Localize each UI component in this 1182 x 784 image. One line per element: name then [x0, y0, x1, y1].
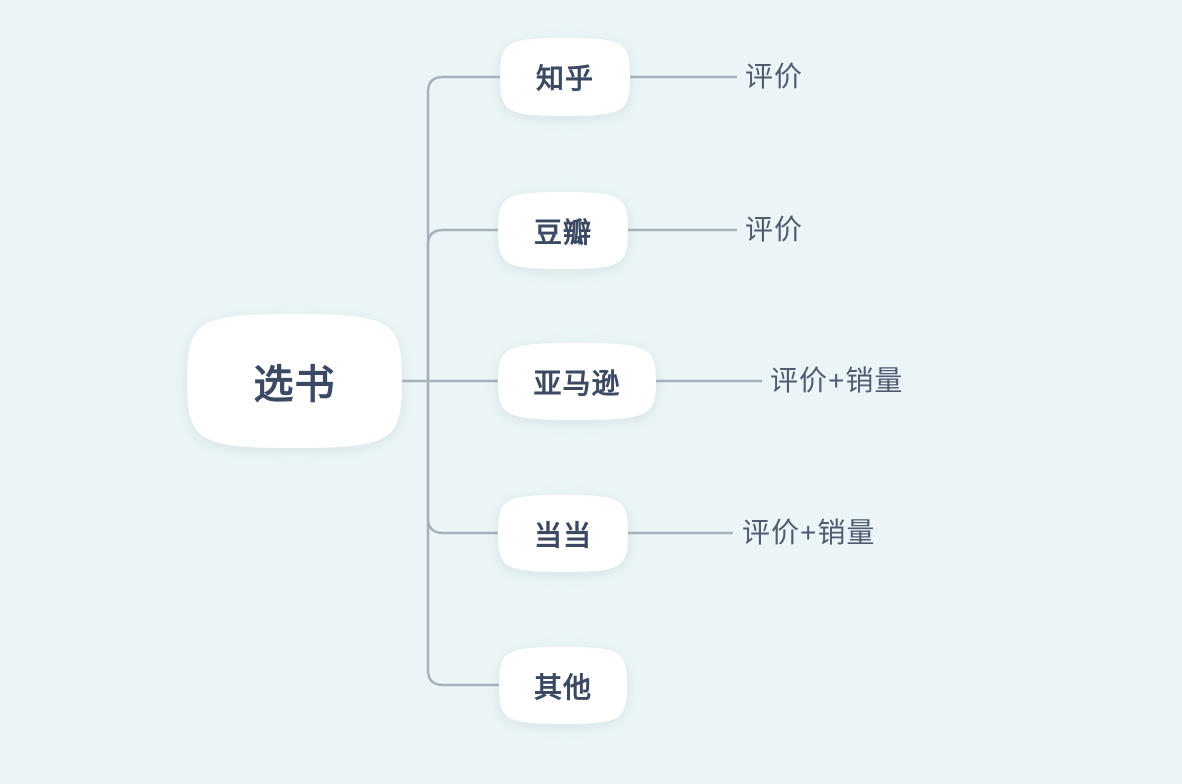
root-topic[interactable]: 选书	[187, 314, 402, 448]
topic-bubble-shape	[187, 314, 402, 448]
branch-topic-label: 当当	[533, 519, 592, 551]
branch-topic-label: 知乎	[535, 63, 594, 94]
note-label-dangdang[interactable]: 评价+销量	[742, 517, 876, 548]
branch-topic-label: 亚马逊	[533, 367, 621, 399]
topic-bubble-shape	[498, 495, 628, 572]
branch-topic-label: 豆瓣	[533, 216, 592, 248]
note-label-zhihu[interactable]: 评价	[745, 61, 804, 92]
root-topic-label: 选书	[253, 363, 336, 407]
connector-branch-zhihu	[426, 75, 737, 381]
branch-topic-zhihu[interactable]: 知乎	[500, 38, 630, 116]
branch-topic-douban[interactable]: 豆瓣	[498, 192, 628, 269]
connector-branch-douban	[426, 228, 737, 381]
topic-bubble-shape	[499, 647, 627, 724]
branch-topic-label: 其他	[533, 671, 592, 703]
topic-bubble-shape	[500, 38, 630, 116]
note-label-amazon[interactable]: 评价+销量	[770, 365, 904, 396]
branch-topic-amazon[interactable]: 亚马逊	[498, 343, 656, 420]
topic-bubble-shape	[498, 343, 656, 420]
branch-topic-other[interactable]: 其他	[499, 647, 627, 724]
branch-topic-dangdang[interactable]: 当当	[498, 495, 628, 572]
note-label-douban[interactable]: 评价	[745, 214, 804, 245]
connector-branch-other	[426, 381, 563, 687]
topic-bubble-shape	[498, 192, 628, 269]
